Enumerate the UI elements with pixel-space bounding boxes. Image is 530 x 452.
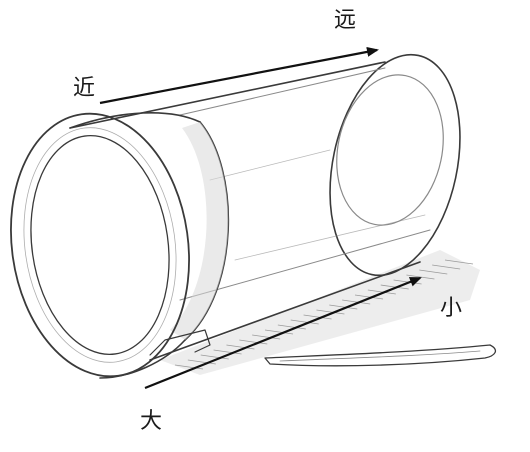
near-rim-highlight <box>23 127 177 363</box>
strap-outline <box>264 344 497 367</box>
shadow-hatch-line <box>303 314 332 320</box>
shadow-hatch-line <box>419 269 448 275</box>
tube-clip <box>149 329 211 356</box>
shadow-hatch-line <box>213 349 242 355</box>
near-rim-inner <box>30 135 170 355</box>
cylinder-near-end <box>10 112 190 378</box>
body-top-edge <box>69 61 386 129</box>
large-small-arrow <box>144 276 422 390</box>
body-bottom-edge <box>149 261 421 361</box>
shadow-hatch-line <box>187 359 216 365</box>
shadow-hatch-line <box>264 329 294 335</box>
shadow-hatch-line <box>367 289 396 295</box>
body-reflection <box>209 149 331 181</box>
cap-band-bottom <box>99 339 186 379</box>
shadow-hatch-line <box>252 334 281 340</box>
label-small: 小 <box>440 296 462 321</box>
near-rim-outer <box>10 112 190 378</box>
cap-band-top <box>69 112 201 129</box>
far-rim-inner <box>336 74 444 226</box>
shadow-hatch-line <box>444 259 474 265</box>
label-far: 远 <box>334 8 356 33</box>
shadow-hatch-line <box>200 354 229 360</box>
shadow-hatch-line <box>342 299 371 305</box>
shadow-hatch-line <box>290 319 319 325</box>
shadow-hatch-line <box>316 309 345 315</box>
shadow-hatch-line <box>174 364 204 370</box>
body-seam <box>234 214 426 261</box>
strap <box>264 344 497 367</box>
label-near: 近 <box>73 76 95 101</box>
shadow-hatch-line <box>239 339 268 345</box>
shadow-hatch-line <box>354 294 384 300</box>
shadow-hatch-line <box>432 264 461 270</box>
body-bottom-edge-inner <box>179 229 431 301</box>
shadow-hatch-line <box>277 324 306 330</box>
near-far-arrow <box>99 46 379 105</box>
cap-shading <box>170 122 229 340</box>
shadow-hatch-line <box>226 344 255 350</box>
perspective-labels: 近 远 大 小 <box>73 8 462 434</box>
perspective-arrows <box>99 46 422 390</box>
body-top-edge-inner <box>179 67 386 116</box>
strap-inner-line <box>279 350 481 362</box>
cylinder-far-end <box>329 53 461 277</box>
shadow-hatch-line <box>329 304 358 310</box>
shadow-hatch-line <box>406 274 435 280</box>
ground-shadow <box>160 250 480 375</box>
far-rim-outer <box>329 53 461 277</box>
clip-shape <box>149 329 211 356</box>
cylinder-cap <box>69 112 230 379</box>
cylinder-body <box>69 61 431 361</box>
label-large: 大 <box>140 409 162 434</box>
